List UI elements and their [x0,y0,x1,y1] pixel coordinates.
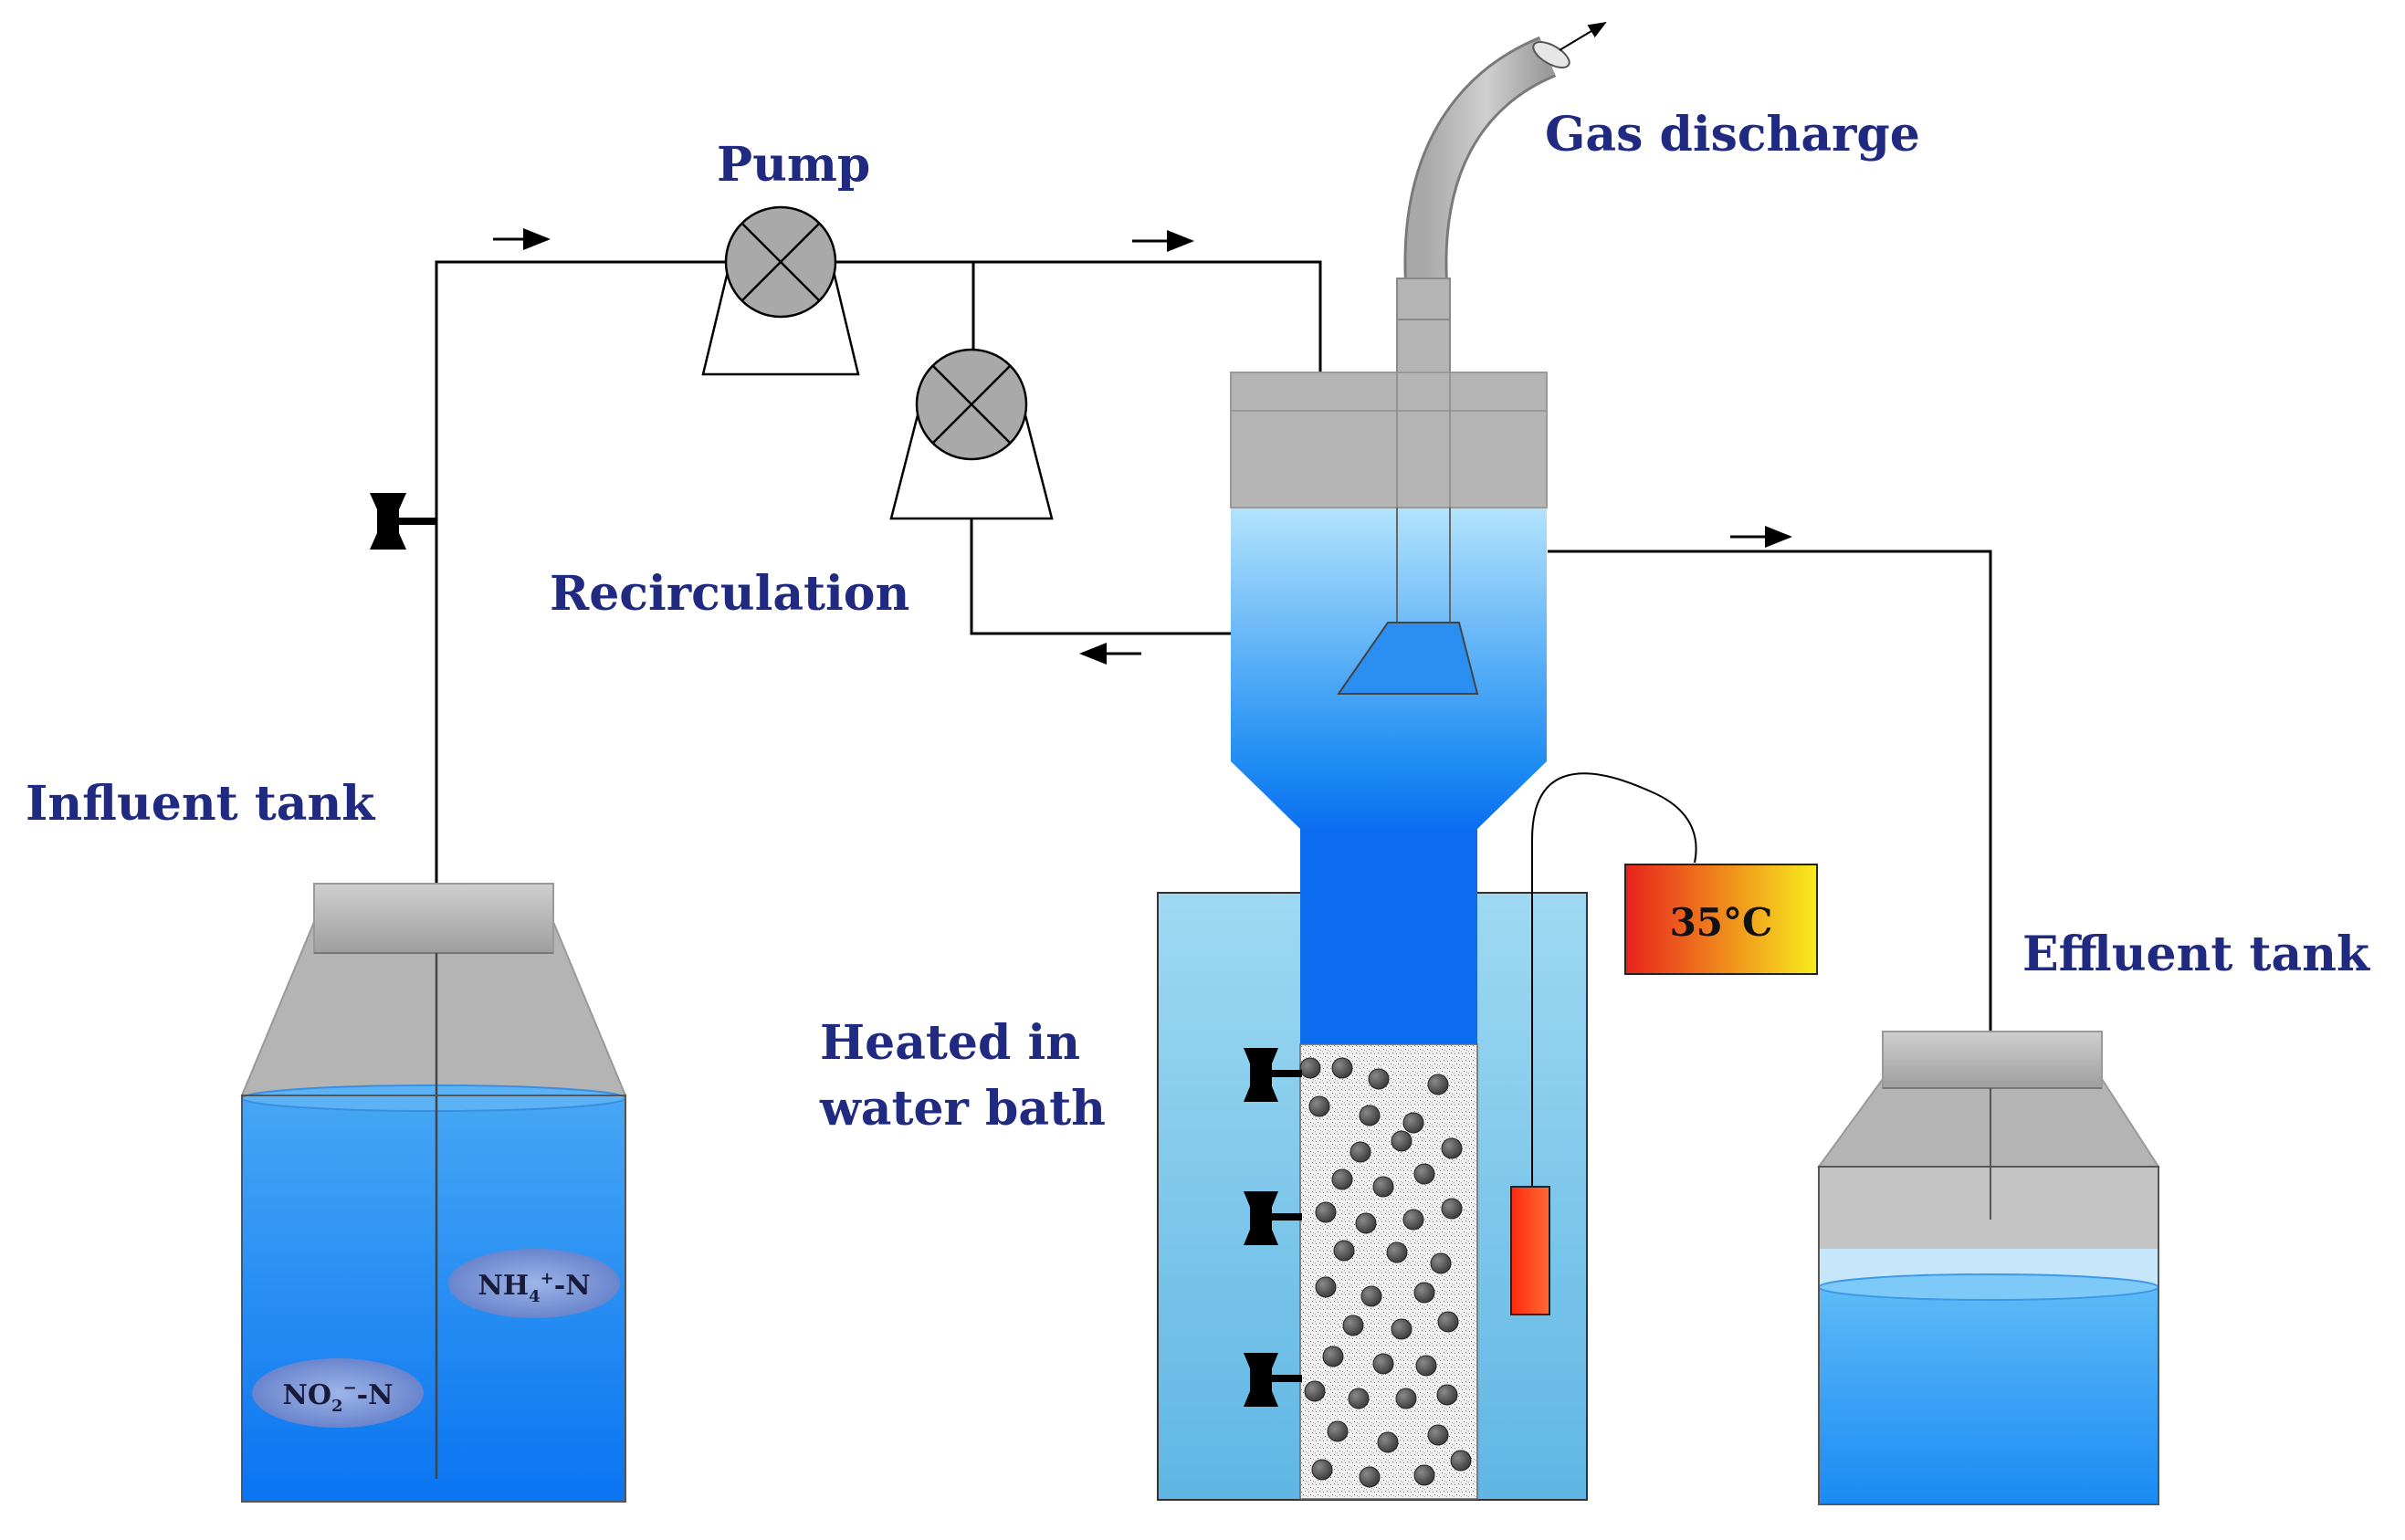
valve-icon [1244,1353,1302,1407]
ammonium-label: NH4+-N [478,1269,590,1306]
sludge-granule [1430,1252,1452,1274]
gas-discharge-label: Gas discharge [1545,107,1920,162]
sludge-granule [1413,1464,1435,1486]
sludge-granule [1391,1318,1413,1340]
recirculation-pump [889,348,1054,520]
sludge-granule [1315,1276,1337,1298]
sludge-granule [1377,1431,1399,1453]
sludge-granule [1441,1137,1463,1159]
nitrite-label: NO2−-N [282,1378,393,1416]
effluent-tank-label: Effluent tank [2022,927,2370,982]
influent-tank: NH4+-N NO2−-N [240,883,627,1503]
tank-cap [1882,1031,2103,1089]
sampling-ports [1244,1048,1302,1407]
gas-discharge-hose [1396,21,1607,380]
sludge-granule [1372,1176,1394,1198]
sludge-granule [1437,1311,1459,1333]
sludge-granule [1342,1315,1364,1336]
valve-icon [1244,1048,1302,1102]
tank-cap [313,883,554,954]
water-bath-label-line2: water bath [819,1081,1106,1137]
packed-bed [1299,1043,1478,1500]
flow-arrow-icon [1559,21,1607,51]
sludge-granule [1450,1450,1472,1472]
temperature-readout: 35°C [1670,900,1773,945]
heater-cable [1531,772,1697,1187]
thermometer-display-icon [1624,864,1818,975]
sludge-granule [1395,1388,1417,1409]
heater-probe-icon [1510,1186,1550,1315]
sludge-granule [1355,1212,1377,1234]
feed-pump [701,205,860,376]
sludge-granule [1402,1209,1424,1231]
sludge-granule [1427,1424,1449,1446]
recirculation-return-pipe [970,519,1233,635]
sludge-granule [1304,1380,1326,1402]
heater-assembly: 35°C [1510,772,1818,1315]
sludge-granule [1327,1420,1349,1442]
sludge-granule [1322,1346,1344,1367]
labels: Pump Gas discharge Recirculation Influen… [26,107,2370,1137]
influent-feed-pipe [435,260,730,885]
sludge-granule [1350,1141,1371,1163]
sludge-granule [1333,1240,1355,1262]
flow-arrows [493,228,1792,665]
influent-tank-label: Influent tank [26,776,375,832]
water-bath-label-line1: Heated in [820,1015,1080,1071]
sludge-granule [1413,1282,1435,1304]
sludge-granule [1331,1057,1353,1079]
sludge-granule [1441,1198,1463,1220]
reactor-cap [1230,372,1548,508]
nitrite-label-bubble [252,1358,424,1428]
sludge-granule [1415,1355,1437,1377]
valve-icon [1244,1191,1302,1245]
sludge-granule [1348,1388,1370,1409]
sludge-granule [1368,1068,1390,1090]
sludge-granule [1311,1459,1333,1481]
sludge-granule [1308,1095,1330,1117]
gas-separator [1337,508,1479,695]
recirculation-label: Recirculation [550,566,909,622]
sludge-granule [1315,1201,1337,1223]
effluent-tank [1817,1031,2160,1505]
sludge-granule [1360,1285,1382,1307]
sludge-granules [1299,1057,1472,1488]
sludge-granule [1402,1112,1424,1134]
sludge-granule [1299,1057,1321,1079]
effluent-pipe [1548,550,1992,1032]
sludge-granule [1372,1353,1394,1375]
sludge-granule [1413,1163,1435,1185]
sludge-granule [1436,1384,1458,1406]
sludge-granule [1359,1466,1381,1488]
ammonium-label-bubble [448,1249,620,1318]
sludge-granule [1427,1074,1449,1095]
uasb-reactor [1230,372,1548,1500]
sludge-granule [1359,1105,1381,1126]
sludge-granule [1391,1130,1413,1152]
valve-icon [370,493,437,550]
sludge-granule [1331,1168,1353,1190]
sludge-granule [1386,1241,1408,1263]
pump-label: Pump [717,137,870,193]
